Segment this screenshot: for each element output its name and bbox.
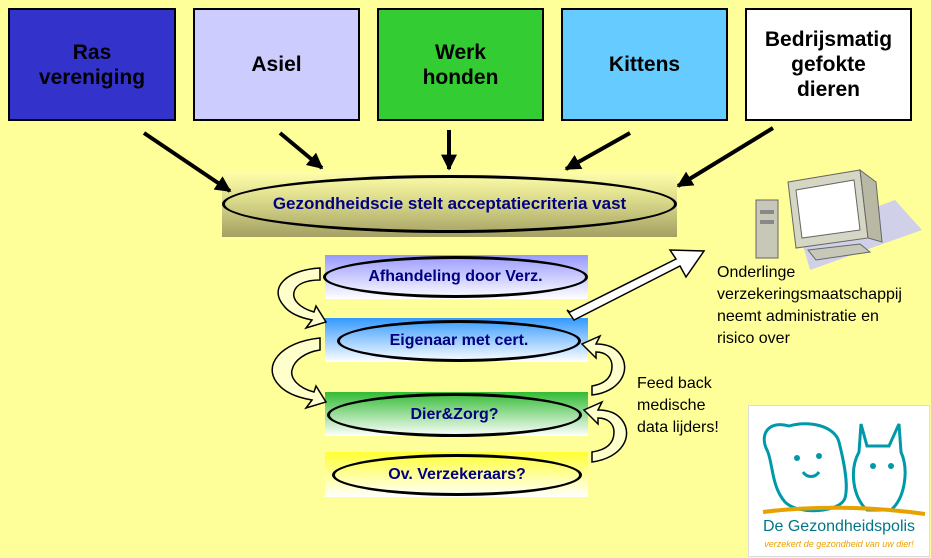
- computer-icon: [755, 168, 922, 270]
- source-box-ras-vereniging: Ras vereniging: [8, 8, 176, 121]
- logo-tagline: verzekert de gezondheid van uw dier!: [764, 539, 914, 549]
- admin-note: Onderlinge verzekeringsmaatschappij neem…: [717, 264, 902, 347]
- arrow-afhandeling-to-admin: [566, 249, 706, 321]
- source-box-bedrijsmatig: Bedrijsmatig gefokte dieren: [745, 8, 912, 121]
- arrow-asiel-to-criteria: [278, 131, 324, 170]
- curved-arrow-right-1: [580, 334, 626, 396]
- source-label-asiel: Asiel: [251, 53, 302, 76]
- feedback-note: Feed back medische data lijders!: [637, 375, 719, 436]
- arrow-kittens-to-criteria: [564, 131, 631, 171]
- source-box-werk-honden: Werk honden: [377, 8, 544, 121]
- source-label-werk-honden: Werk honden: [422, 40, 499, 89]
- dog-cat-logo-icon: [762, 422, 926, 516]
- criteria-oval: Gezondheidscie stelt acceptatiecriteria …: [222, 175, 677, 233]
- curved-arrow-left-1: [277, 267, 328, 330]
- step-label-verzekeraars: Ov. Verzekeraars?: [388, 466, 526, 483]
- source-box-asiel: Asiel: [193, 8, 360, 121]
- step-oval-eigenaar: Eigenaar met cert.: [337, 320, 581, 362]
- arrow-ras-to-criteria: [142, 131, 232, 193]
- logo-name: De Gezondheidspolis: [762, 518, 916, 535]
- curved-arrow-right-2: [582, 400, 628, 463]
- source-box-kittens: Kittens: [561, 8, 728, 121]
- step-oval-afhandeling: Afhandeling door Verz.: [323, 256, 588, 298]
- source-label-kittens: Kittens: [608, 53, 681, 76]
- source-label-bedrijsmatig: Bedrijsmatig gefokte dieren: [764, 28, 893, 101]
- criteria-label: Gezondheidscie stelt acceptatiecriteria …: [272, 194, 627, 213]
- curved-arrow-left-2: [271, 337, 328, 410]
- step-label-afhandeling: Afhandeling door Verz.: [368, 268, 543, 285]
- arrow-bedrijs-to-criteria: [676, 126, 775, 188]
- step-label-eigenaar: Eigenaar met cert.: [389, 332, 529, 349]
- step-oval-dierzorg: Dier&Zorg?: [327, 393, 582, 437]
- logo: De Gezondheidspolis verzekert de gezondh…: [748, 405, 930, 557]
- step-oval-verzekeraars: Ov. Verzekeraars?: [332, 454, 582, 496]
- step-label-dierzorg: Dier&Zorg?: [410, 406, 499, 423]
- source-label-ras-vereniging: Ras vereniging: [38, 40, 146, 89]
